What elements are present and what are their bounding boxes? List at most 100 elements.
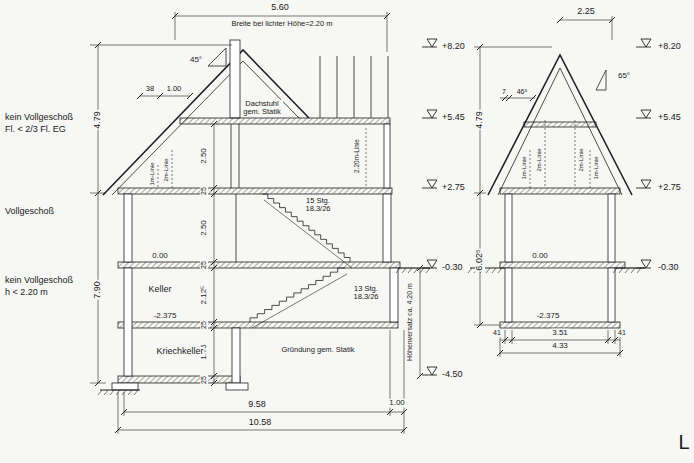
dimension-line bbox=[615, 330, 616, 344]
drawing-label: Vollgeschoß bbox=[4, 207, 55, 217]
dimension-tick bbox=[477, 322, 483, 328]
height-line bbox=[575, 120, 576, 188]
dimension-tick bbox=[187, 93, 193, 99]
wall bbox=[226, 383, 248, 390]
roof-line bbox=[112, 61, 299, 195]
dimension-tick bbox=[211, 185, 217, 191]
wall bbox=[608, 194, 615, 262]
dimension-tick bbox=[617, 350, 623, 356]
drawing-label: -2.375 bbox=[153, 312, 178, 321]
dimension-tick bbox=[121, 409, 127, 415]
vertical-label: 2.20m-Linie bbox=[353, 138, 360, 174]
dimension-line bbox=[124, 412, 404, 413]
ground-hatch bbox=[104, 390, 108, 395]
floor-slab bbox=[180, 118, 390, 124]
angle-symbol bbox=[208, 48, 226, 66]
drawing-label: 38 bbox=[145, 85, 155, 93]
dimension-line bbox=[474, 325, 500, 326]
dimension-line bbox=[118, 430, 404, 431]
drawing-label: +5.45 bbox=[441, 113, 466, 123]
dimension-line bbox=[512, 330, 513, 344]
wall bbox=[232, 328, 240, 383]
elevation-marker bbox=[422, 260, 437, 268]
ground-hatch bbox=[110, 390, 114, 395]
ground-hatch bbox=[396, 268, 400, 273]
drawing-label: +8.20 bbox=[441, 42, 466, 52]
vertical-label: 2m-Linie bbox=[163, 157, 170, 182]
stair-flight bbox=[262, 194, 350, 262]
dimension-line bbox=[500, 353, 620, 354]
dimension-line bbox=[118, 392, 119, 434]
railing-post bbox=[320, 56, 321, 118]
chimney bbox=[231, 124, 232, 188]
dimension-line bbox=[140, 96, 190, 97]
roof-line bbox=[103, 50, 632, 195]
dimension-tick bbox=[502, 337, 508, 343]
roof-line bbox=[498, 68, 622, 195]
drawing-label: -2.375 bbox=[536, 312, 561, 321]
railing-post bbox=[337, 56, 338, 118]
ground-hatch bbox=[98, 390, 102, 395]
drawing-label: h < 2.20 m bbox=[4, 288, 49, 298]
drawing-label: Keller bbox=[147, 285, 172, 295]
ground-hatch bbox=[492, 268, 496, 273]
vertical-label: 4.79 bbox=[93, 110, 103, 130]
dimension-line bbox=[98, 45, 99, 383]
wall bbox=[112, 124, 615, 390]
elevation-marker bbox=[422, 367, 437, 375]
elevation-marker bbox=[422, 39, 437, 47]
drawing-label: kein Vollgeschoß bbox=[4, 113, 74, 123]
drawing-label: 41 bbox=[492, 329, 502, 337]
drawing-label: Fl. < 2/3 Fl. EG bbox=[4, 125, 67, 135]
vertical-label: 6.02⁵ bbox=[475, 248, 485, 271]
wall bbox=[505, 268, 512, 322]
drawing-label: 41 bbox=[617, 329, 627, 337]
height-line bbox=[366, 128, 367, 188]
height-line bbox=[158, 120, 590, 188]
chimney bbox=[230, 40, 240, 118]
ground-hatch bbox=[613, 268, 617, 273]
drawing-label: -0.30 bbox=[441, 263, 464, 273]
wall bbox=[124, 194, 132, 262]
ground-hatch bbox=[625, 268, 629, 273]
railing-post bbox=[371, 56, 372, 118]
ground-hatch bbox=[619, 268, 623, 273]
drawing-label: Gründung gem. Statik bbox=[281, 346, 356, 354]
height-line bbox=[590, 150, 591, 188]
height-line bbox=[530, 150, 531, 188]
elevation-marker bbox=[422, 110, 437, 118]
drawing-label: 46⁵ bbox=[516, 88, 529, 96]
ground-hatch bbox=[134, 390, 138, 395]
drawing-label: 7 bbox=[501, 88, 507, 96]
dimension-line bbox=[175, 16, 387, 17]
drawing-label: 9.58 bbox=[247, 400, 267, 410]
elevation-marker bbox=[636, 180, 651, 188]
vertical-label: 1m-Linie bbox=[593, 155, 600, 180]
dimension-tick bbox=[115, 427, 121, 433]
floor-slab bbox=[118, 118, 625, 383]
ground-hatch bbox=[426, 268, 430, 273]
dimension-tick bbox=[211, 380, 217, 386]
dimension-line bbox=[474, 47, 552, 48]
dimension-tick bbox=[95, 42, 101, 48]
drawing-label: 5.60 bbox=[270, 3, 290, 13]
chimney bbox=[236, 194, 237, 262]
ground-hatch bbox=[420, 268, 424, 273]
wall bbox=[384, 124, 390, 188]
drawing-label: +2.75 bbox=[441, 183, 466, 193]
vertical-label: 1m-Linie bbox=[521, 155, 528, 180]
dimension-tick bbox=[137, 93, 143, 99]
dimension-tick bbox=[211, 265, 217, 271]
roof-line bbox=[488, 55, 632, 195]
vertical-label: 2m-Linie bbox=[578, 147, 585, 172]
wall bbox=[124, 268, 132, 376]
wall bbox=[112, 383, 138, 390]
drawing-label: 0.00 bbox=[531, 252, 549, 261]
dimension-tick bbox=[172, 13, 178, 19]
dimension-tick bbox=[477, 190, 483, 196]
drawing-label: 65° bbox=[617, 72, 631, 81]
vertical-label: Höhenversatz ca. 4.20 m bbox=[406, 282, 414, 362]
drawing-label: Dachstuhl gem. Statik bbox=[241, 100, 283, 117]
